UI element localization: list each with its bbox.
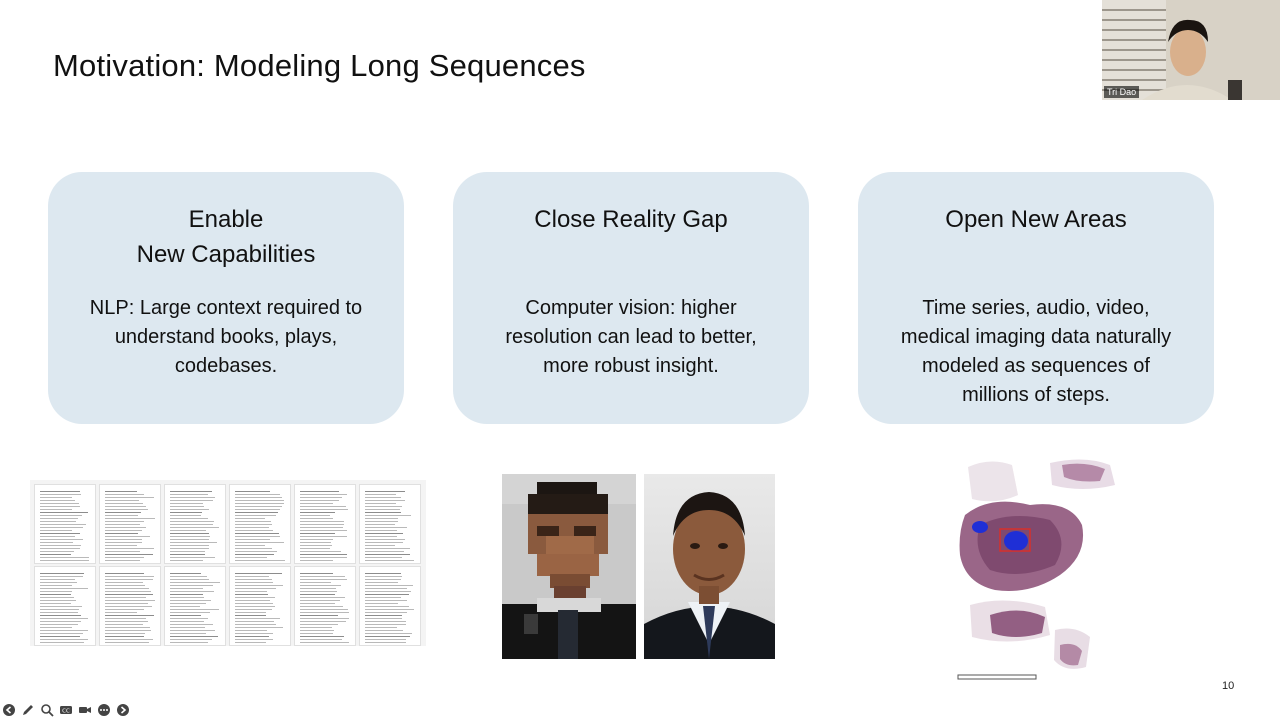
pen-icon[interactable] <box>21 703 35 717</box>
card-open-new-areas: Open New Areas Time series, audio, video… <box>858 172 1214 424</box>
camera-icon[interactable] <box>78 703 92 717</box>
forward-arrow-icon[interactable] <box>116 703 130 717</box>
pixelated-portrait-image <box>502 474 636 659</box>
participant-name-label: Tri Dao <box>1104 86 1140 98</box>
card-body: Computer vision: higher resolution can l… <box>505 297 757 377</box>
card-heading: Enable New Capabilities <box>136 206 316 268</box>
card-heading: Open New Areas <box>945 206 1127 233</box>
back-arrow-icon[interactable] <box>2 703 16 717</box>
portrait-photo-image <box>644 474 775 659</box>
slide-title: Motivation: Modeling Long Sequences <box>53 48 586 83</box>
document-page-thumbnail <box>359 484 421 564</box>
slide-page-number: 10 <box>1222 680 1235 692</box>
document-page-thumbnail <box>294 484 356 564</box>
card-body: Time series, audio, video, medical imagi… <box>900 297 1172 406</box>
more-icon[interactable] <box>97 703 111 717</box>
card-heading: Close Reality Gap <box>534 206 728 233</box>
captions-icon[interactable]: CC <box>59 703 73 717</box>
document-page-thumbnail <box>164 484 226 564</box>
card-close-reality-gap: Close Reality Gap Computer vision: highe… <box>453 172 809 424</box>
card-enable-capabilities: Enable New Capabilities NLP: Large conte… <box>48 172 404 424</box>
document-page-thumbnail <box>99 566 161 646</box>
document-page-thumbnail <box>164 566 226 646</box>
document-page-thumbnail <box>99 484 161 564</box>
document-page-thumbnail <box>359 566 421 646</box>
document-page-thumbnail <box>229 484 291 564</box>
document-pages-image <box>30 480 426 646</box>
svg-text:CC: CC <box>62 709 70 715</box>
medical-tissue-image <box>950 455 1125 685</box>
zoom-icon[interactable] <box>40 703 54 717</box>
document-page-thumbnail <box>229 566 291 646</box>
document-page-thumbnail <box>34 484 96 564</box>
document-page-thumbnail <box>34 566 96 646</box>
webcam-video-feed: Tri Dao <box>1102 0 1280 100</box>
presentation-toolbar: CC <box>2 702 130 718</box>
document-page-thumbnail <box>294 566 356 646</box>
card-body: NLP: Large context required to understan… <box>89 297 363 377</box>
